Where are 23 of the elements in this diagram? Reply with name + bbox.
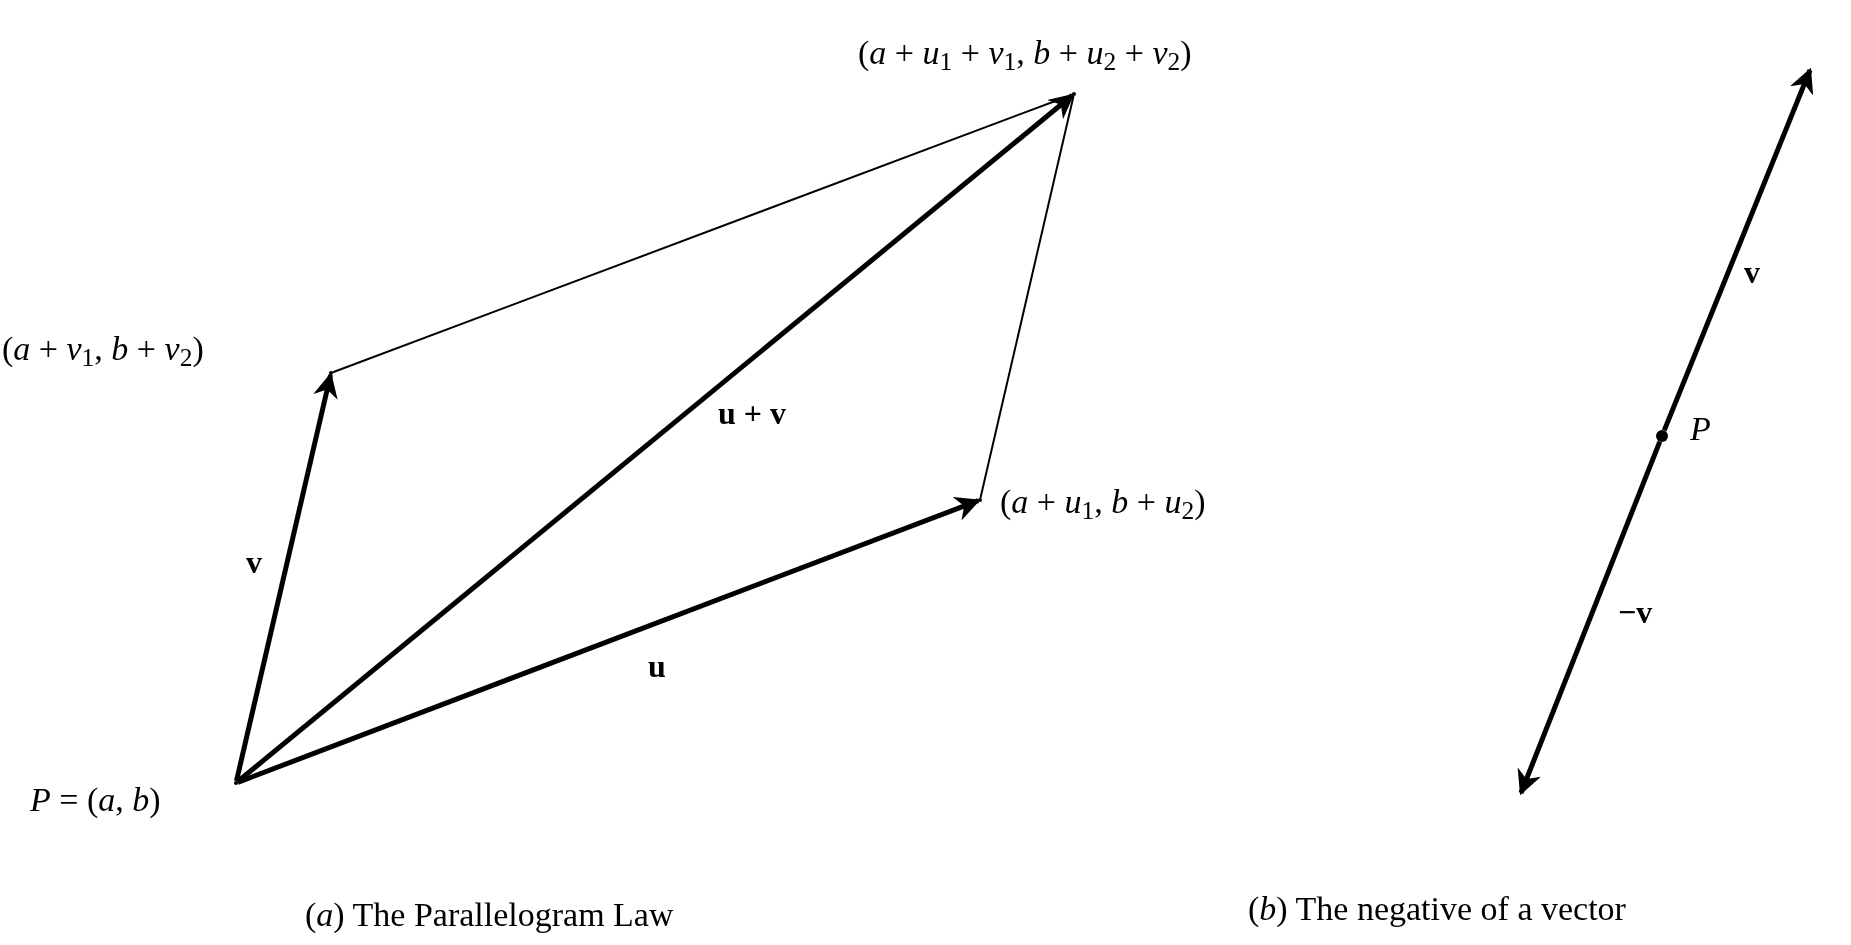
vector-arrow (1661, 67, 1814, 432)
figure-caption: (a) The Parallelogram Law (305, 898, 674, 932)
vertex-point (1072, 92, 1076, 96)
figure-caption: (b) The negative of a vector (1248, 892, 1626, 926)
line (331, 93, 1074, 374)
line (979, 94, 1075, 500)
vector-arrow (236, 497, 981, 785)
coordinate-label: (a + u$_{1}$, b + u$_{2}$) (1000, 485, 1206, 519)
coordinate-label: (a + v$_{1}$, b + v$_{2}$) (2, 332, 204, 366)
coordinate-label: P = (a, b) (30, 783, 161, 817)
vector-label: u + v (718, 397, 787, 429)
vector-label: u (648, 650, 666, 682)
vector-arrow (234, 372, 338, 782)
vector-label: v (246, 546, 262, 578)
vertex-point (329, 371, 333, 375)
coordinate-label: P (1690, 412, 1711, 446)
vector-label: −v (1618, 596, 1653, 628)
vertex-point (978, 498, 982, 502)
vector-label: v (1744, 256, 1760, 288)
vector-arrow (1517, 440, 1663, 796)
vertex-point (234, 781, 238, 785)
coordinate-label: (a + u$_{1}$ + v$_{1}$, b + u$_{2}$ + v$_{2}$) (858, 36, 1192, 70)
vector-arrow (235, 93, 1075, 784)
